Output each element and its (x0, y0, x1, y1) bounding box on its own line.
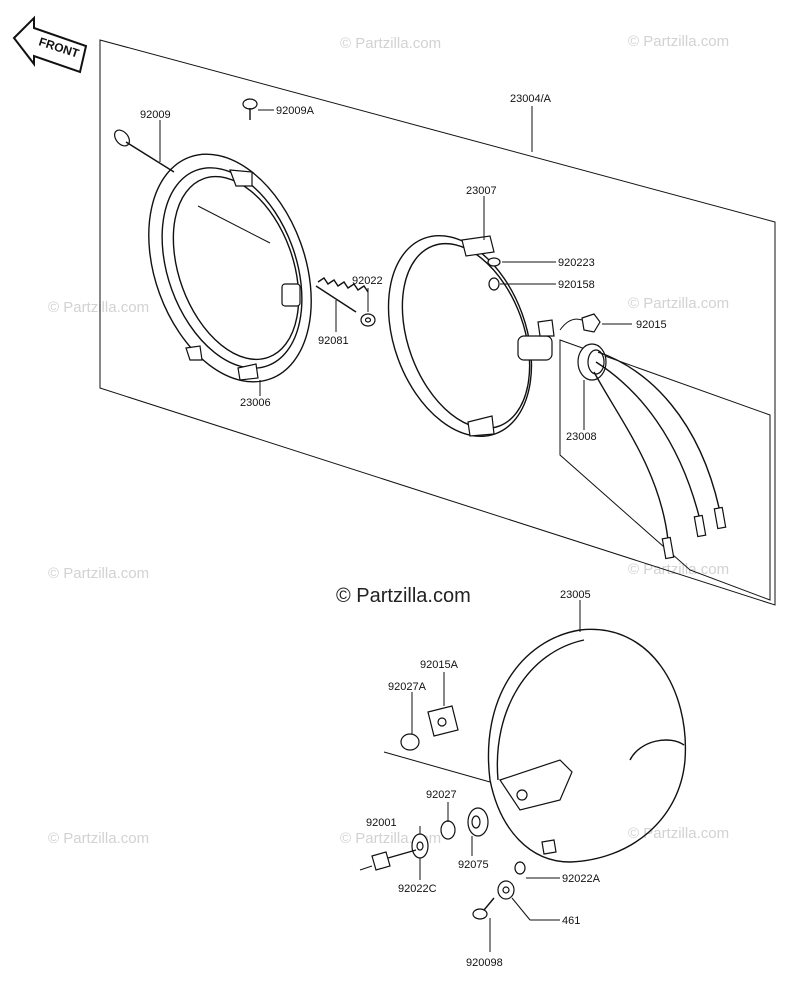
nut-92022 (360, 313, 376, 327)
leader-92027a-housing (383, 751, 491, 783)
center-watermark: © Partzilla.com (336, 585, 471, 607)
watermark-tile: © Partzilla.com (340, 35, 441, 52)
label-23007: 23007 (466, 185, 497, 197)
part-labels: 23004/A 92009 92009A 23007 920223 920158… (140, 93, 667, 969)
label-461: 461 (562, 915, 580, 927)
label-92027a: 92027A (388, 681, 427, 693)
watermark-tile: © Partzilla.com (48, 565, 149, 582)
watermark-tile: © Partzilla.com (48, 830, 149, 847)
collar-92027 (440, 820, 456, 840)
assembly-panel (99, 39, 776, 606)
label-92009a: 92009A (276, 105, 315, 117)
label-92022: 92022 (352, 275, 383, 287)
label-23006: 23006 (240, 397, 271, 409)
collar-92027a (400, 733, 420, 751)
socket-wires (577, 343, 727, 560)
wiring-subpanel (559, 339, 771, 601)
bracket-92015a (427, 705, 459, 737)
label-23004a: 23004/A (510, 93, 552, 105)
label-92081: 92081 (318, 335, 349, 347)
part-920223 (487, 257, 501, 267)
label-92027: 92027 (426, 789, 457, 801)
front-arrow: FRONT (12, 15, 88, 74)
nut-461 (497, 880, 515, 900)
washer-92022c (411, 833, 429, 859)
bolt-92001 (359, 849, 417, 871)
watermark-tile: © Partzilla.com (628, 295, 729, 312)
label-920158: 920158 (558, 279, 595, 291)
headlight-housing (487, 628, 687, 863)
watermark-tile: © Partzilla.com (628, 33, 729, 50)
leader-lines (159, 106, 632, 952)
label-23008: 23008 (566, 431, 597, 443)
watermark-tile: © Partzilla.com (48, 299, 149, 316)
label-92022c: 92022C (398, 883, 437, 895)
label-92015: 92015 (636, 319, 667, 331)
label-92015a: 92015A (420, 659, 459, 671)
label-920098: 920098 (466, 957, 503, 969)
part-920158 (488, 277, 500, 291)
label-92009: 92009 (140, 109, 171, 121)
screw-92009a (242, 98, 258, 120)
label-92022a: 92022A (562, 873, 601, 885)
watermark-tile: © Partzilla.com (628, 561, 729, 578)
label-23005: 23005 (560, 589, 591, 601)
grommet-92075 (467, 807, 489, 837)
label-92075: 92075 (458, 859, 489, 871)
washer-92022a (514, 861, 526, 875)
watermark-tile: © Partzilla.com (628, 825, 729, 842)
screw-92009b (472, 897, 495, 920)
label-92001: 92001 (366, 817, 397, 829)
headlight-unit (387, 234, 555, 438)
screw-92009 (114, 129, 175, 173)
watermark-tiles: © Partzilla.com © Partzilla.com © Partzi… (48, 33, 729, 847)
label-920223: 920223 (558, 257, 595, 269)
nut-92015 (559, 313, 601, 333)
spring-92081 (315, 277, 369, 313)
headlight-rim (148, 153, 312, 383)
